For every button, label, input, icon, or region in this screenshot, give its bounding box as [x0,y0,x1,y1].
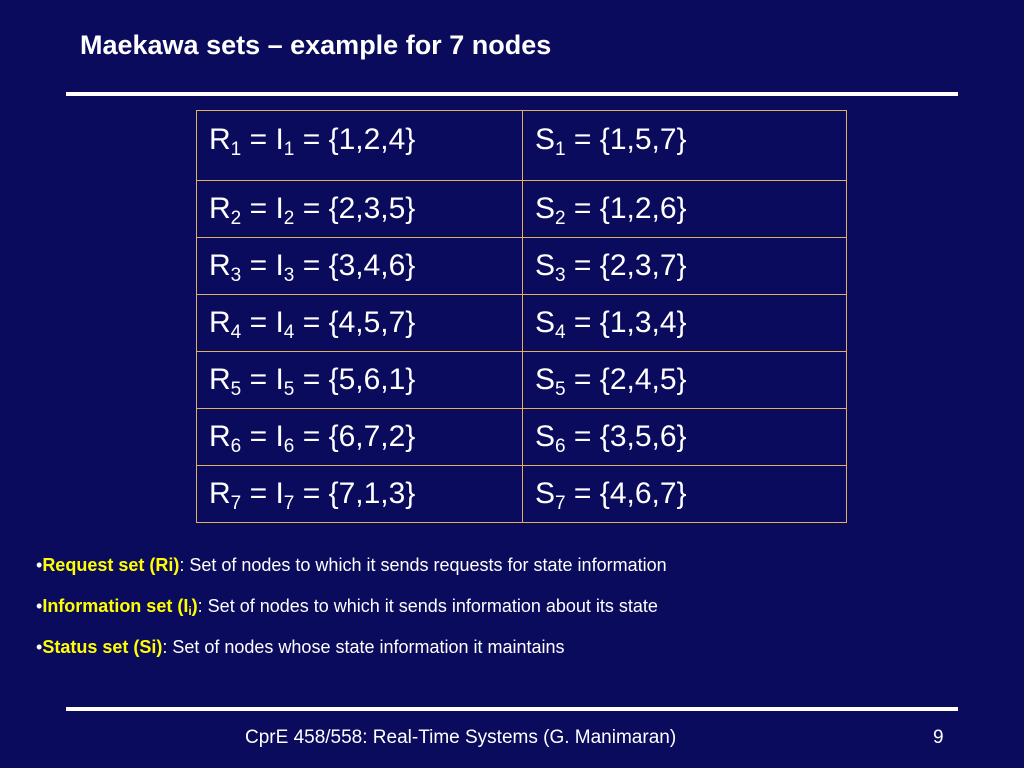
status-set-value: {1,5,7} [599,123,687,156]
request-set-value: {2,3,5} [328,192,416,225]
status-set-definition: •Status set (Si): Set of nodes whose sta… [36,637,667,657]
request-set-cell: R6 = I6 = {6,7,2} [196,408,523,466]
node-index: 6 [230,436,242,457]
status-set-cell: S6 = {3,5,6} [522,408,847,466]
node-index: 7 [283,493,295,514]
status-set-value: {3,5,6} [599,420,687,453]
request-set-cell: R3 = I3 = {3,4,6} [196,237,523,295]
status-set-description: : Set of nodes whose state information i… [162,637,565,657]
request-set-term: Request set (Ri) [42,555,180,575]
table-row: R3 = I3 = {3,4,6} S3 = {2,3,7} [196,237,847,295]
status-set-cell: S7 = {4,6,7} [522,465,847,523]
status-set-cell: S1 = {1,5,7} [522,110,847,181]
node-index: 4 [230,322,242,343]
top-divider [66,92,958,96]
node-index: 1 [555,139,566,160]
definitions-list: •Request set (Ri): Set of nodes to which… [36,555,667,678]
status-set-value: {4,6,7} [599,477,687,510]
table-row: R1 = I1 = {1,2,4} S1 = {1,5,7} [196,110,847,181]
information-set-term: Information set (Ii) [42,596,198,618]
status-set-cell: S5 = {2,4,5} [522,351,847,409]
page-number: 9 [933,727,944,748]
request-set-cell: R7 = I7 = {7,1,3} [196,465,523,523]
request-set-value: {5,6,1} [328,363,416,396]
node-index: 1 [283,139,295,160]
request-set-value: {1,2,4} [328,123,416,156]
slide-title: Maekawa sets – example for 7 nodes [80,30,552,60]
status-set-value: {1,3,4} [599,306,687,339]
request-set-definition: •Request set (Ri): Set of nodes to which… [36,555,667,575]
information-set-definition: •Information set (Ii): Set of nodes to w… [36,596,667,618]
bullet-icon: • [36,555,43,575]
node-index: 3 [555,265,566,286]
status-set-value: {1,2,6} [599,192,687,225]
request-set-value: {6,7,2} [328,420,416,453]
bullet-icon: • [36,637,43,657]
request-set-value: {7,1,3} [328,477,416,510]
node-index: 5 [230,379,242,400]
footer-course: CprE 458/558: Real-Time Systems (G. Mani… [245,727,677,748]
node-index: 3 [230,265,242,286]
status-set-cell: S3 = {2,3,7} [522,237,847,295]
status-set-value: {2,4,5} [599,363,687,396]
request-set-description: : Set of nodes to which it sends request… [179,555,667,575]
table-row: R6 = I6 = {6,7,2} S6 = {3,5,6} [196,408,847,466]
status-set-cell: S4 = {1,3,4} [522,294,847,352]
table-row: R5 = I5 = {5,6,1} S5 = {2,4,5} [196,351,847,409]
node-index: 2 [230,208,242,229]
node-index: 2 [555,208,566,229]
node-index: 1 [230,139,242,160]
request-set-cell: R4 = I4 = {4,5,7} [196,294,523,352]
node-index: 4 [283,322,295,343]
request-set-cell: R5 = I5 = {5,6,1} [196,351,523,409]
node-index: 6 [283,436,295,457]
status-set-value: {2,3,7} [599,249,687,282]
status-set-term: Status set (Si) [42,637,163,657]
request-set-value: {4,5,7} [328,306,416,339]
bottom-divider [66,707,958,711]
node-index: 6 [555,436,566,457]
node-index: 5 [283,379,295,400]
node-index: 3 [283,265,295,286]
node-index: 4 [555,322,566,343]
request-set-value: {3,4,6} [328,249,416,282]
maekawa-sets-table: R1 = I1 = {1,2,4} S1 = {1,5,7} R2 = I2 =… [196,110,847,523]
information-set-description: : Set of nodes to which it sends informa… [197,596,658,616]
node-index: 7 [555,493,566,514]
status-set-cell: S2 = {1,2,6} [522,180,847,238]
request-set-cell: R1 = I1 = {1,2,4} [196,110,523,181]
node-index: 2 [283,208,295,229]
node-index: 7 [230,493,242,514]
table-row: R7 = I7 = {7,1,3} S7 = {4,6,7} [196,465,847,523]
request-set-cell: R2 = I2 = {2,3,5} [196,180,523,238]
table-row: R4 = I4 = {4,5,7} S4 = {1,3,4} [196,294,847,352]
table-row: R2 = I2 = {2,3,5} S2 = {1,2,6} [196,180,847,238]
node-index: 5 [555,379,566,400]
bullet-icon: • [36,596,43,616]
